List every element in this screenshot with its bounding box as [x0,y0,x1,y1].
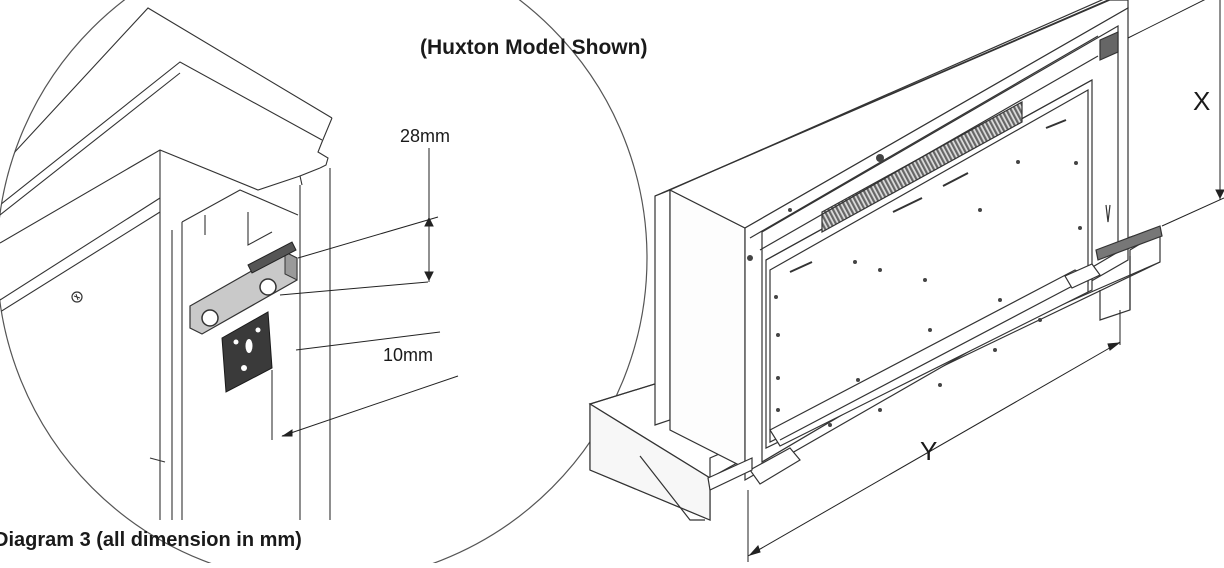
mounting-bracket [189,241,298,393]
fireplace-view [588,0,1224,562]
diagram-caption: Diagram 3 (all dimension in mm) [0,529,302,551]
strip-bracket-right [1095,225,1163,261]
dimension-label-28mm: 28mm [400,126,451,146]
detail-moulding [317,117,333,169]
top-bracket [1099,31,1119,61]
vent-grille [821,100,1023,234]
side-panel [654,189,671,426]
y-dimension-lines [747,310,1121,562]
page-title: (Huxton Model Shown) [420,36,648,59]
dimension-label-y: Y [920,436,938,466]
detail-dimension-lines [271,148,459,440]
bracket-hole-icon [259,278,277,296]
dimension-label-10mm: 10mm [383,345,434,365]
detail-circle-outline [0,0,648,568]
panel-screws [747,154,1082,427]
bracket-hole-icon [201,309,219,327]
dimension-label-x: X [1193,86,1211,116]
bottom-rail [769,269,1089,447]
detail-slab-top [0,7,333,169]
x-dimension-lines [1127,0,1224,227]
detail-view [0,0,648,568]
